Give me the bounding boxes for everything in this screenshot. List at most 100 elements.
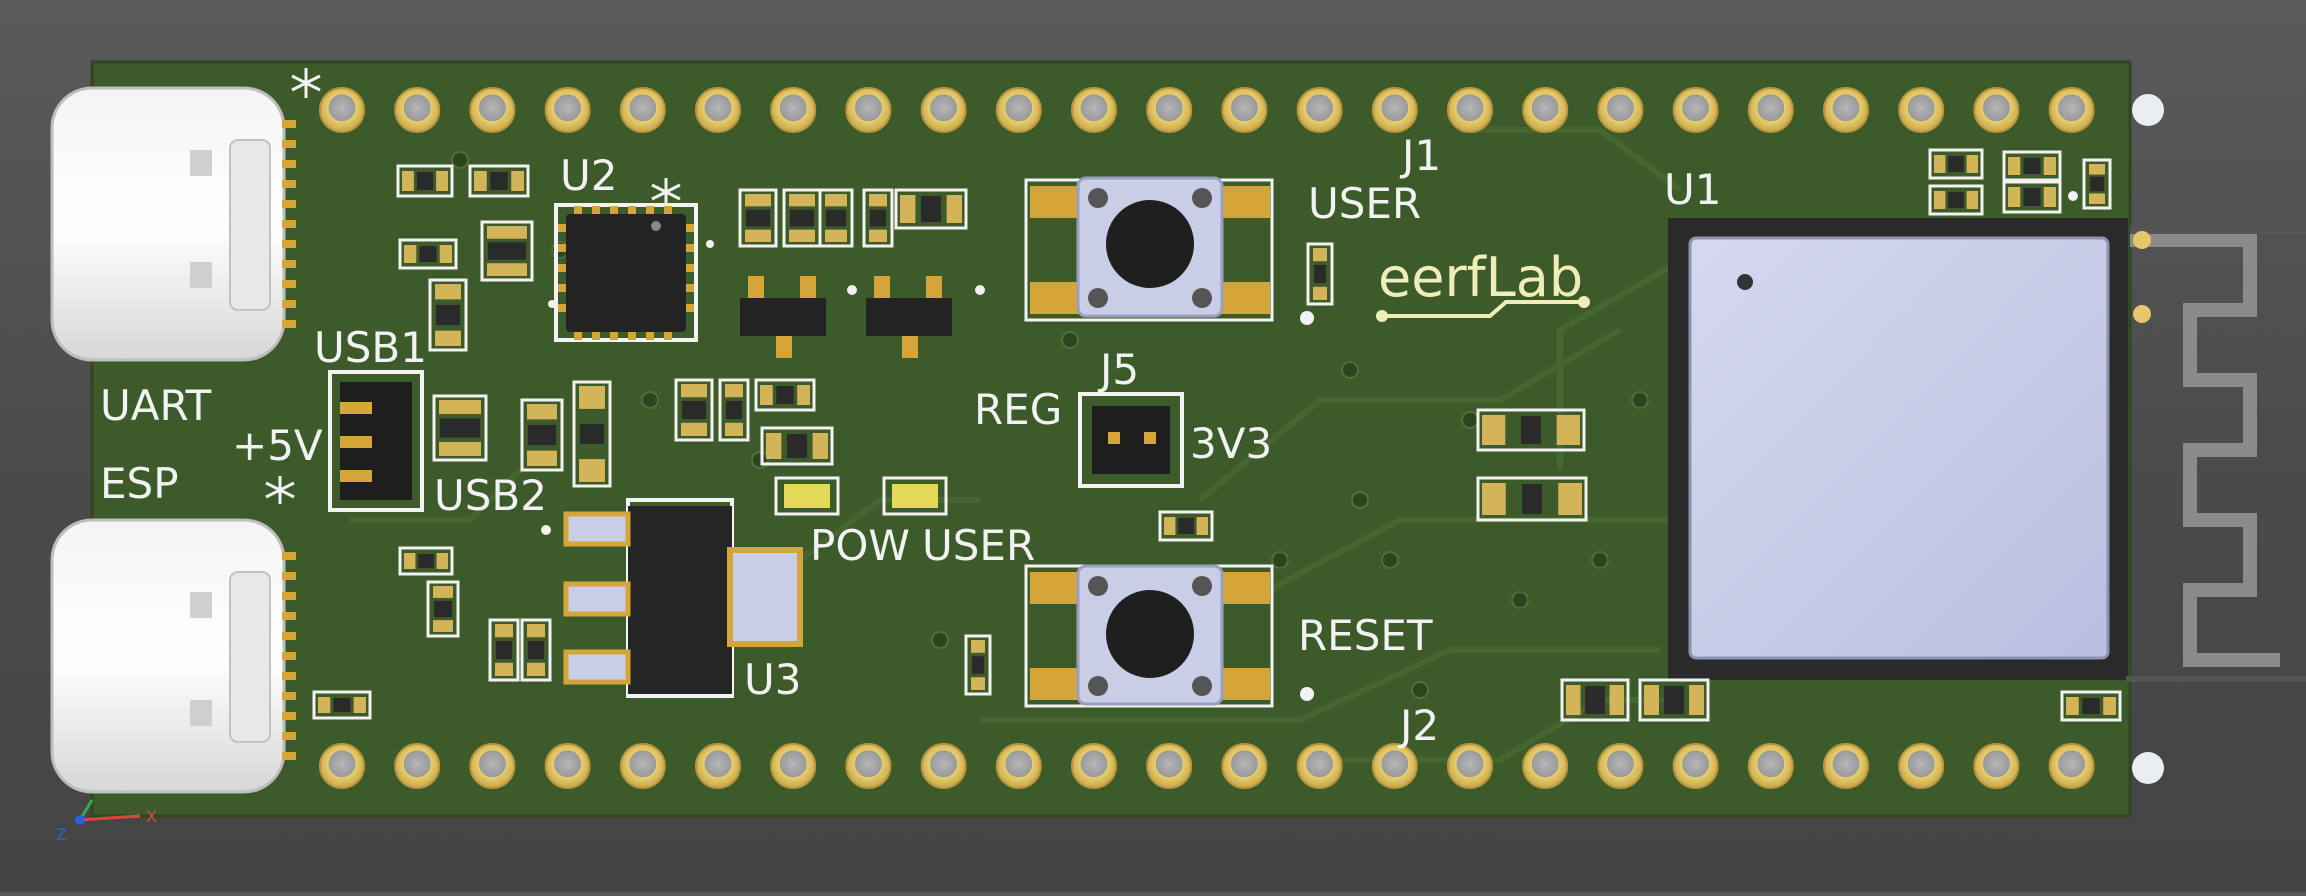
passive-body xyxy=(726,401,742,419)
usb-connector-uart[interactable] xyxy=(50,86,296,362)
passive-outline xyxy=(1928,148,1984,180)
passive-pad xyxy=(789,194,815,207)
passive-body xyxy=(440,418,480,438)
passive-pad xyxy=(766,433,782,459)
passive-outline xyxy=(398,238,458,270)
label-uart: UART xyxy=(100,381,212,430)
header-pin xyxy=(2048,87,2095,133)
passive-pad xyxy=(1966,191,1978,209)
header-pin xyxy=(2048,743,2095,789)
chip-u2 xyxy=(554,203,698,342)
passive-pad xyxy=(579,459,605,482)
passive-outline xyxy=(1476,408,1586,452)
header-pin xyxy=(1973,743,2020,789)
passive-pad xyxy=(1164,517,1176,535)
passive-pad xyxy=(1966,155,1978,173)
header-pin xyxy=(1747,743,1794,789)
passive-pad xyxy=(725,422,743,436)
header-pin xyxy=(920,87,967,133)
header-pin xyxy=(319,743,365,789)
passive-body xyxy=(1948,192,1964,208)
label-reset-button: RESET xyxy=(1298,611,1433,660)
passive-pad xyxy=(1482,483,1506,515)
label-u2: U2 xyxy=(560,151,617,200)
passive-pad xyxy=(2008,187,2021,207)
passive-pad xyxy=(495,624,513,638)
transistor-q2 xyxy=(866,276,952,358)
header-pin xyxy=(770,743,817,789)
header-pin xyxy=(1672,743,1719,789)
passive-body xyxy=(2090,176,2104,192)
passive-pad xyxy=(527,450,557,466)
user-button[interactable] xyxy=(1024,176,1274,322)
passive-pad xyxy=(812,433,828,459)
passive-pad xyxy=(1313,248,1327,262)
passive-body xyxy=(419,246,437,262)
label-esp: ESP xyxy=(100,459,179,508)
passive-pad xyxy=(433,586,453,598)
passive-pad xyxy=(2043,187,2056,207)
passive-pad xyxy=(474,171,487,191)
header-pin xyxy=(920,743,967,789)
label-j1: J1 xyxy=(1399,131,1441,180)
header-pin xyxy=(1973,87,2020,133)
passive-pad xyxy=(2008,157,2021,175)
header-pin xyxy=(1522,743,1569,789)
label-reg: REG xyxy=(974,385,1062,434)
reset-button[interactable] xyxy=(1024,564,1274,708)
passive-outline xyxy=(572,380,612,488)
passive-pad xyxy=(1609,685,1624,715)
passive-pad xyxy=(439,245,452,263)
label-u1: U1 xyxy=(1664,165,1721,214)
passive-outline xyxy=(520,398,564,472)
passive-outline xyxy=(426,580,460,638)
passive-pad xyxy=(435,330,461,346)
passive-pad xyxy=(353,697,366,713)
passive-body xyxy=(528,425,556,445)
passive-outline xyxy=(1560,678,1630,722)
passive-outline xyxy=(480,220,534,282)
regulator-u3 xyxy=(563,498,803,698)
passive-outline xyxy=(1158,510,1214,542)
passive-body xyxy=(1178,518,1194,534)
passive-pad xyxy=(435,284,461,300)
header-pin xyxy=(394,87,441,133)
board-edge-bumps xyxy=(2132,94,2164,784)
header-pin xyxy=(1296,87,1343,133)
passive-pad xyxy=(436,171,448,191)
usb-connector-esp[interactable] xyxy=(50,518,296,794)
passive-pad xyxy=(439,400,481,415)
passive-outline xyxy=(674,378,714,442)
passive-outline xyxy=(428,278,468,352)
passive-pad xyxy=(725,384,743,398)
label-j2: J2 xyxy=(1397,701,1439,750)
passive-outline xyxy=(2002,150,2062,182)
usb-select-header[interactable] xyxy=(328,370,424,512)
passive-pad xyxy=(2089,193,2105,204)
passive-body xyxy=(746,209,770,227)
passive-outline xyxy=(468,164,530,198)
passive-pad xyxy=(2089,164,2105,175)
passive-outline xyxy=(1928,184,1984,216)
header-pin xyxy=(1296,743,1343,789)
header-pin xyxy=(1447,743,1493,789)
passive-body xyxy=(418,554,434,568)
header-pin xyxy=(1071,743,1117,789)
header-pin xyxy=(695,743,741,789)
passive-body xyxy=(416,172,434,190)
passive-body xyxy=(1948,156,1964,172)
passive-pad xyxy=(789,229,815,242)
passive-outline xyxy=(2060,690,2122,722)
passive-outline xyxy=(432,394,488,462)
passive-pad xyxy=(2066,697,2079,715)
passive-pad xyxy=(579,386,605,409)
passive-pad xyxy=(900,195,916,223)
header-pin xyxy=(469,87,516,133)
passive-body xyxy=(776,386,794,404)
passive-body xyxy=(1664,686,1684,714)
passive-outline xyxy=(1306,242,1334,306)
passive-body xyxy=(1585,686,1605,714)
passive-pad xyxy=(439,441,481,456)
jumper-j5[interactable] xyxy=(1078,392,1184,488)
